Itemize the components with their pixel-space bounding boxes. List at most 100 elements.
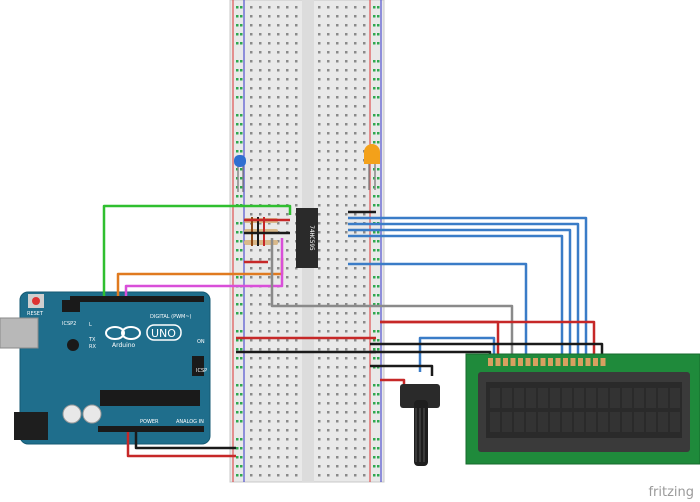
breadboard-hole [345,186,348,189]
power-label: POWER [140,419,159,425]
breadboard-hole [236,96,239,99]
breadboard-hole [377,447,380,450]
breadboard-hole [259,60,262,63]
breadboard-hole [286,87,289,90]
breadboard-hole [363,123,366,126]
lcd-cell [490,412,500,432]
breadboard-hole [277,105,280,108]
uno-label: UNO [151,327,176,340]
breadboard-hole [295,456,298,459]
breadboard-hole [259,195,262,198]
breadboard-hole [277,420,280,423]
breadboard-hole [354,285,357,288]
breadboard-hole [363,249,366,252]
breadboard-hole [259,474,262,477]
breadboard-hole [354,438,357,441]
lcd-cell [562,412,572,432]
breadboard-hole [240,123,243,126]
breadboard-hole [336,177,339,180]
wire-blue-5 [348,262,528,356]
breadboard-hole [377,357,380,360]
breadboard-hole [259,78,262,81]
breadboard-hole [277,132,280,135]
breadboard-hole [240,231,243,234]
breadboard-hole [318,69,321,72]
breadboard-hole [295,402,298,405]
breadboard-hole [373,474,376,477]
breadboard-hole [277,402,280,405]
breadboard-hole [240,177,243,180]
breadboard-hole [363,456,366,459]
breadboard-hole [336,69,339,72]
breadboard-hole [345,42,348,45]
breadboard-hole [295,357,298,360]
breadboard-hole [354,312,357,315]
breadboard-hole [286,69,289,72]
breadboard-hole [268,339,271,342]
lcd-pin [600,358,606,366]
breadboard-hole [318,240,321,243]
breadboard-hole [318,303,321,306]
breadboard-hole [327,96,330,99]
breadboard-hole [327,474,330,477]
breadboard-hole [377,312,380,315]
breadboard-hole [363,366,366,369]
breadboard-hole [373,294,376,297]
breadboard-hole [250,24,253,27]
breadboard-hole [345,303,348,306]
breadboard-hole [345,231,348,234]
breadboard-hole [336,141,339,144]
lcd-pin [495,358,501,366]
breadboard-hole [345,33,348,36]
breadboard-hole [286,159,289,162]
breadboard-hole [363,420,366,423]
digital-label: DIGITAL (PWM~) [150,314,192,320]
breadboard-hole [373,141,376,144]
lcd-pin [518,358,523,366]
breadboard-hole [345,366,348,369]
breadboard-hole [268,69,271,72]
breadboard-hole [318,330,321,333]
l-label: L [89,322,92,328]
breadboard-hole [295,177,298,180]
breadboard-hole [318,321,321,324]
lcd-pin [548,358,553,366]
breadboard-hole [373,249,376,252]
breadboard-hole [259,456,262,459]
breadboard-hole [295,6,298,9]
breadboard-hole [363,96,366,99]
lcd-cell [550,412,560,432]
breadboard-hole [327,150,330,153]
breadboard-hole [250,159,253,162]
breadboard-hole [286,42,289,45]
breadboard-hole [240,78,243,81]
breadboard-hole [377,123,380,126]
breadboard-hole [336,366,339,369]
lcd-cell [490,388,500,408]
breadboard-hole [259,312,262,315]
potentiometer[interactable] [400,384,440,466]
breadboard-hole [318,132,321,135]
breadboard-hole [259,366,262,369]
breadboard-hole [268,402,271,405]
breadboard-hole [363,33,366,36]
breadboard-hole [327,240,330,243]
breadboard-hole [240,447,243,450]
breadboard-hole [277,330,280,333]
breadboard-hole [363,231,366,234]
lcd-pin [555,358,561,366]
breadboard-hole [363,60,366,63]
breadboard-hole [236,456,239,459]
breadboard-hole [240,6,243,9]
lcd-cell [586,412,596,432]
breadboard-hole [345,51,348,54]
breadboard-hole [286,384,289,387]
breadboard-hole [336,303,339,306]
breadboard-hole [295,51,298,54]
breadboard-hole [354,60,357,63]
breadboard-hole [327,159,330,162]
breadboard-hole [295,267,298,270]
breadboard-hole [240,402,243,405]
breadboard-hole [318,420,321,423]
arduino-brand-label: Arduino [112,342,136,349]
